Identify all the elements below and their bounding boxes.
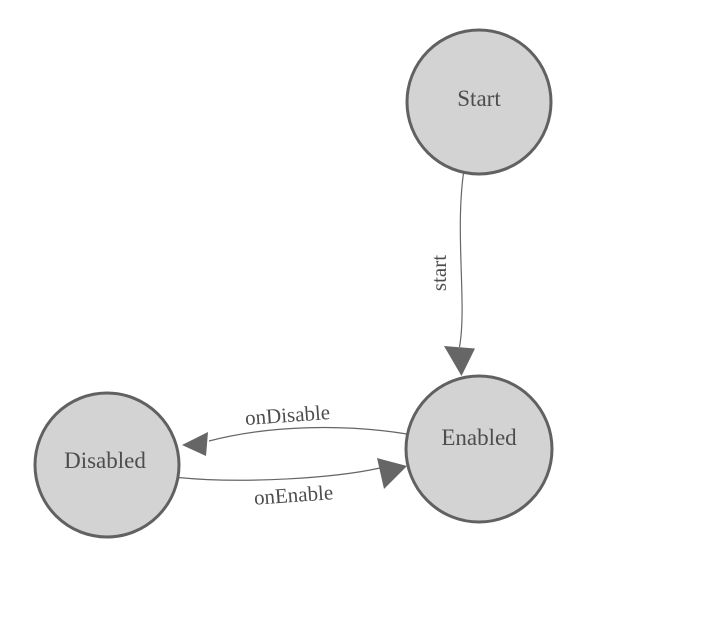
arrowhead-into-enabled-top bbox=[444, 346, 475, 376]
state-node-disabled-label: Disabled bbox=[64, 448, 146, 473]
edge-disabled-to-enabled-line bbox=[177, 467, 381, 481]
state-node-start-label: Start bbox=[457, 86, 501, 111]
state-node-start[interactable]: Start bbox=[405, 28, 553, 176]
edge-disabled-to-enabled: onEnable bbox=[177, 458, 407, 510]
edge-label-onenable: onEnable bbox=[253, 480, 334, 509]
state-node-enabled-label: Enabled bbox=[441, 425, 517, 450]
state-node-disabled-circle[interactable] bbox=[33, 391, 181, 539]
edge-enabled-to-disabled: onDisable bbox=[182, 400, 408, 456]
edge-start-to-enabled-line bbox=[458, 172, 465, 348]
edge-label-ondisable: onDisable bbox=[244, 400, 331, 430]
state-node-disabled[interactable]: Disabled bbox=[33, 391, 181, 539]
edge-enabled-to-disabled-line bbox=[208, 426, 408, 442]
arrowhead-into-enabled-left bbox=[377, 458, 407, 489]
state-node-enabled[interactable]: Enabled bbox=[404, 374, 554, 524]
state-node-start-circle[interactable] bbox=[405, 28, 553, 176]
edge-start-to-enabled: start bbox=[427, 172, 475, 376]
state-node-enabled-circle[interactable] bbox=[404, 374, 554, 524]
edge-label-start: start bbox=[427, 255, 451, 291]
arrowhead-into-disabled-right bbox=[182, 432, 208, 456]
